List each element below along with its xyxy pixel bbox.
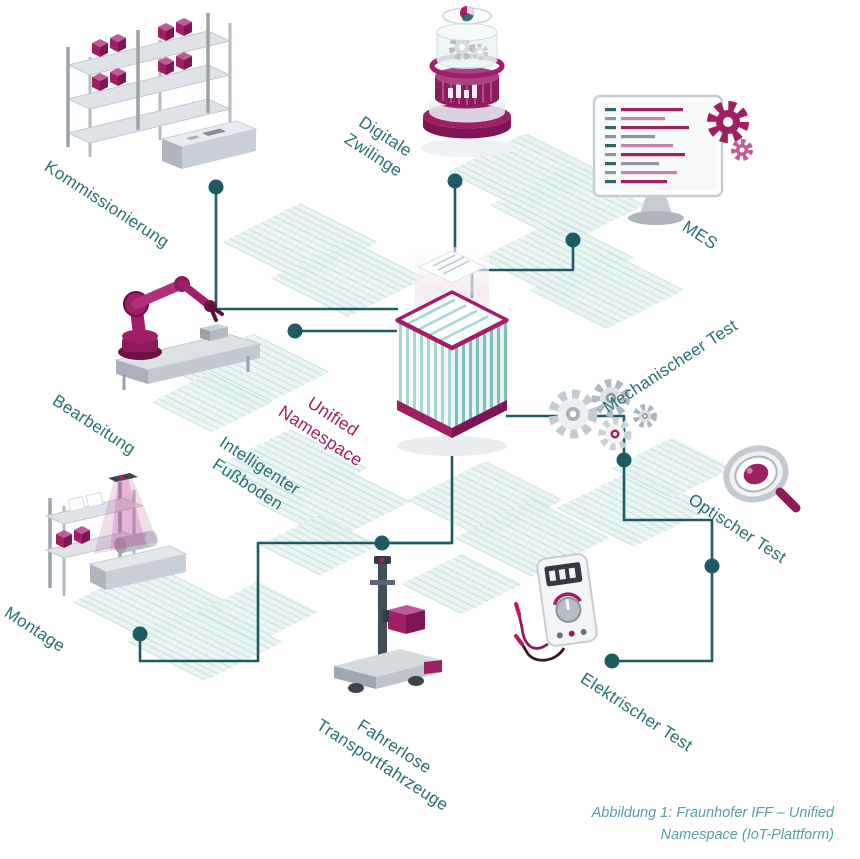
cylinder-part-icon <box>114 530 158 554</box>
handle-icon <box>775 487 801 513</box>
dial-icon <box>555 596 582 623</box>
mechanischer-test-icon <box>548 379 657 451</box>
connector-dot <box>704 558 720 574</box>
gear-icon <box>598 417 632 451</box>
connector-dot <box>604 653 620 669</box>
caption-line: Abbildung 1: Fraunhofer IFF – Unified <box>591 805 834 821</box>
bearbeitung-icon <box>114 276 262 390</box>
link-optischer-test <box>622 460 714 566</box>
caption-line: Namespace (IoT-Plattform) <box>660 827 834 844</box>
link-elektrischer-test <box>612 566 714 663</box>
pie-chart-icon <box>460 6 474 22</box>
connector-dot <box>616 452 632 468</box>
figure-caption: Abbildung 1: Fraunhofer IFF – Unified Na… <box>592 802 834 847</box>
light-beam-icon <box>94 477 158 554</box>
digitale-zwillinge-icon <box>421 6 513 157</box>
agv-icon <box>334 556 442 693</box>
probe-wire-icon <box>517 613 549 650</box>
connector-dot <box>132 626 148 642</box>
connector-dot <box>374 535 390 551</box>
gear-icon <box>548 389 598 439</box>
connector-dot <box>447 173 463 189</box>
gear-icon <box>731 139 753 161</box>
mes-icon <box>592 94 753 225</box>
gear-icon <box>707 101 749 143</box>
kommissionierung-icon <box>66 13 258 169</box>
connector-dot <box>208 179 224 195</box>
connector-dot <box>287 323 303 339</box>
gear-icon <box>471 43 489 61</box>
montage-icon <box>44 473 188 596</box>
optischer-test-icon <box>723 445 801 513</box>
bar-chart-icon <box>448 82 477 98</box>
unified-namespace-icon <box>395 247 509 456</box>
floating-document-icon <box>417 250 487 284</box>
connector-dot <box>565 232 581 248</box>
elektrischer-test-icon <box>514 553 598 662</box>
link-montage <box>138 541 452 663</box>
gear-icon <box>592 379 630 417</box>
mast-icon <box>378 562 387 662</box>
probe-wire-icon <box>520 643 566 662</box>
gear-icon <box>633 404 657 428</box>
